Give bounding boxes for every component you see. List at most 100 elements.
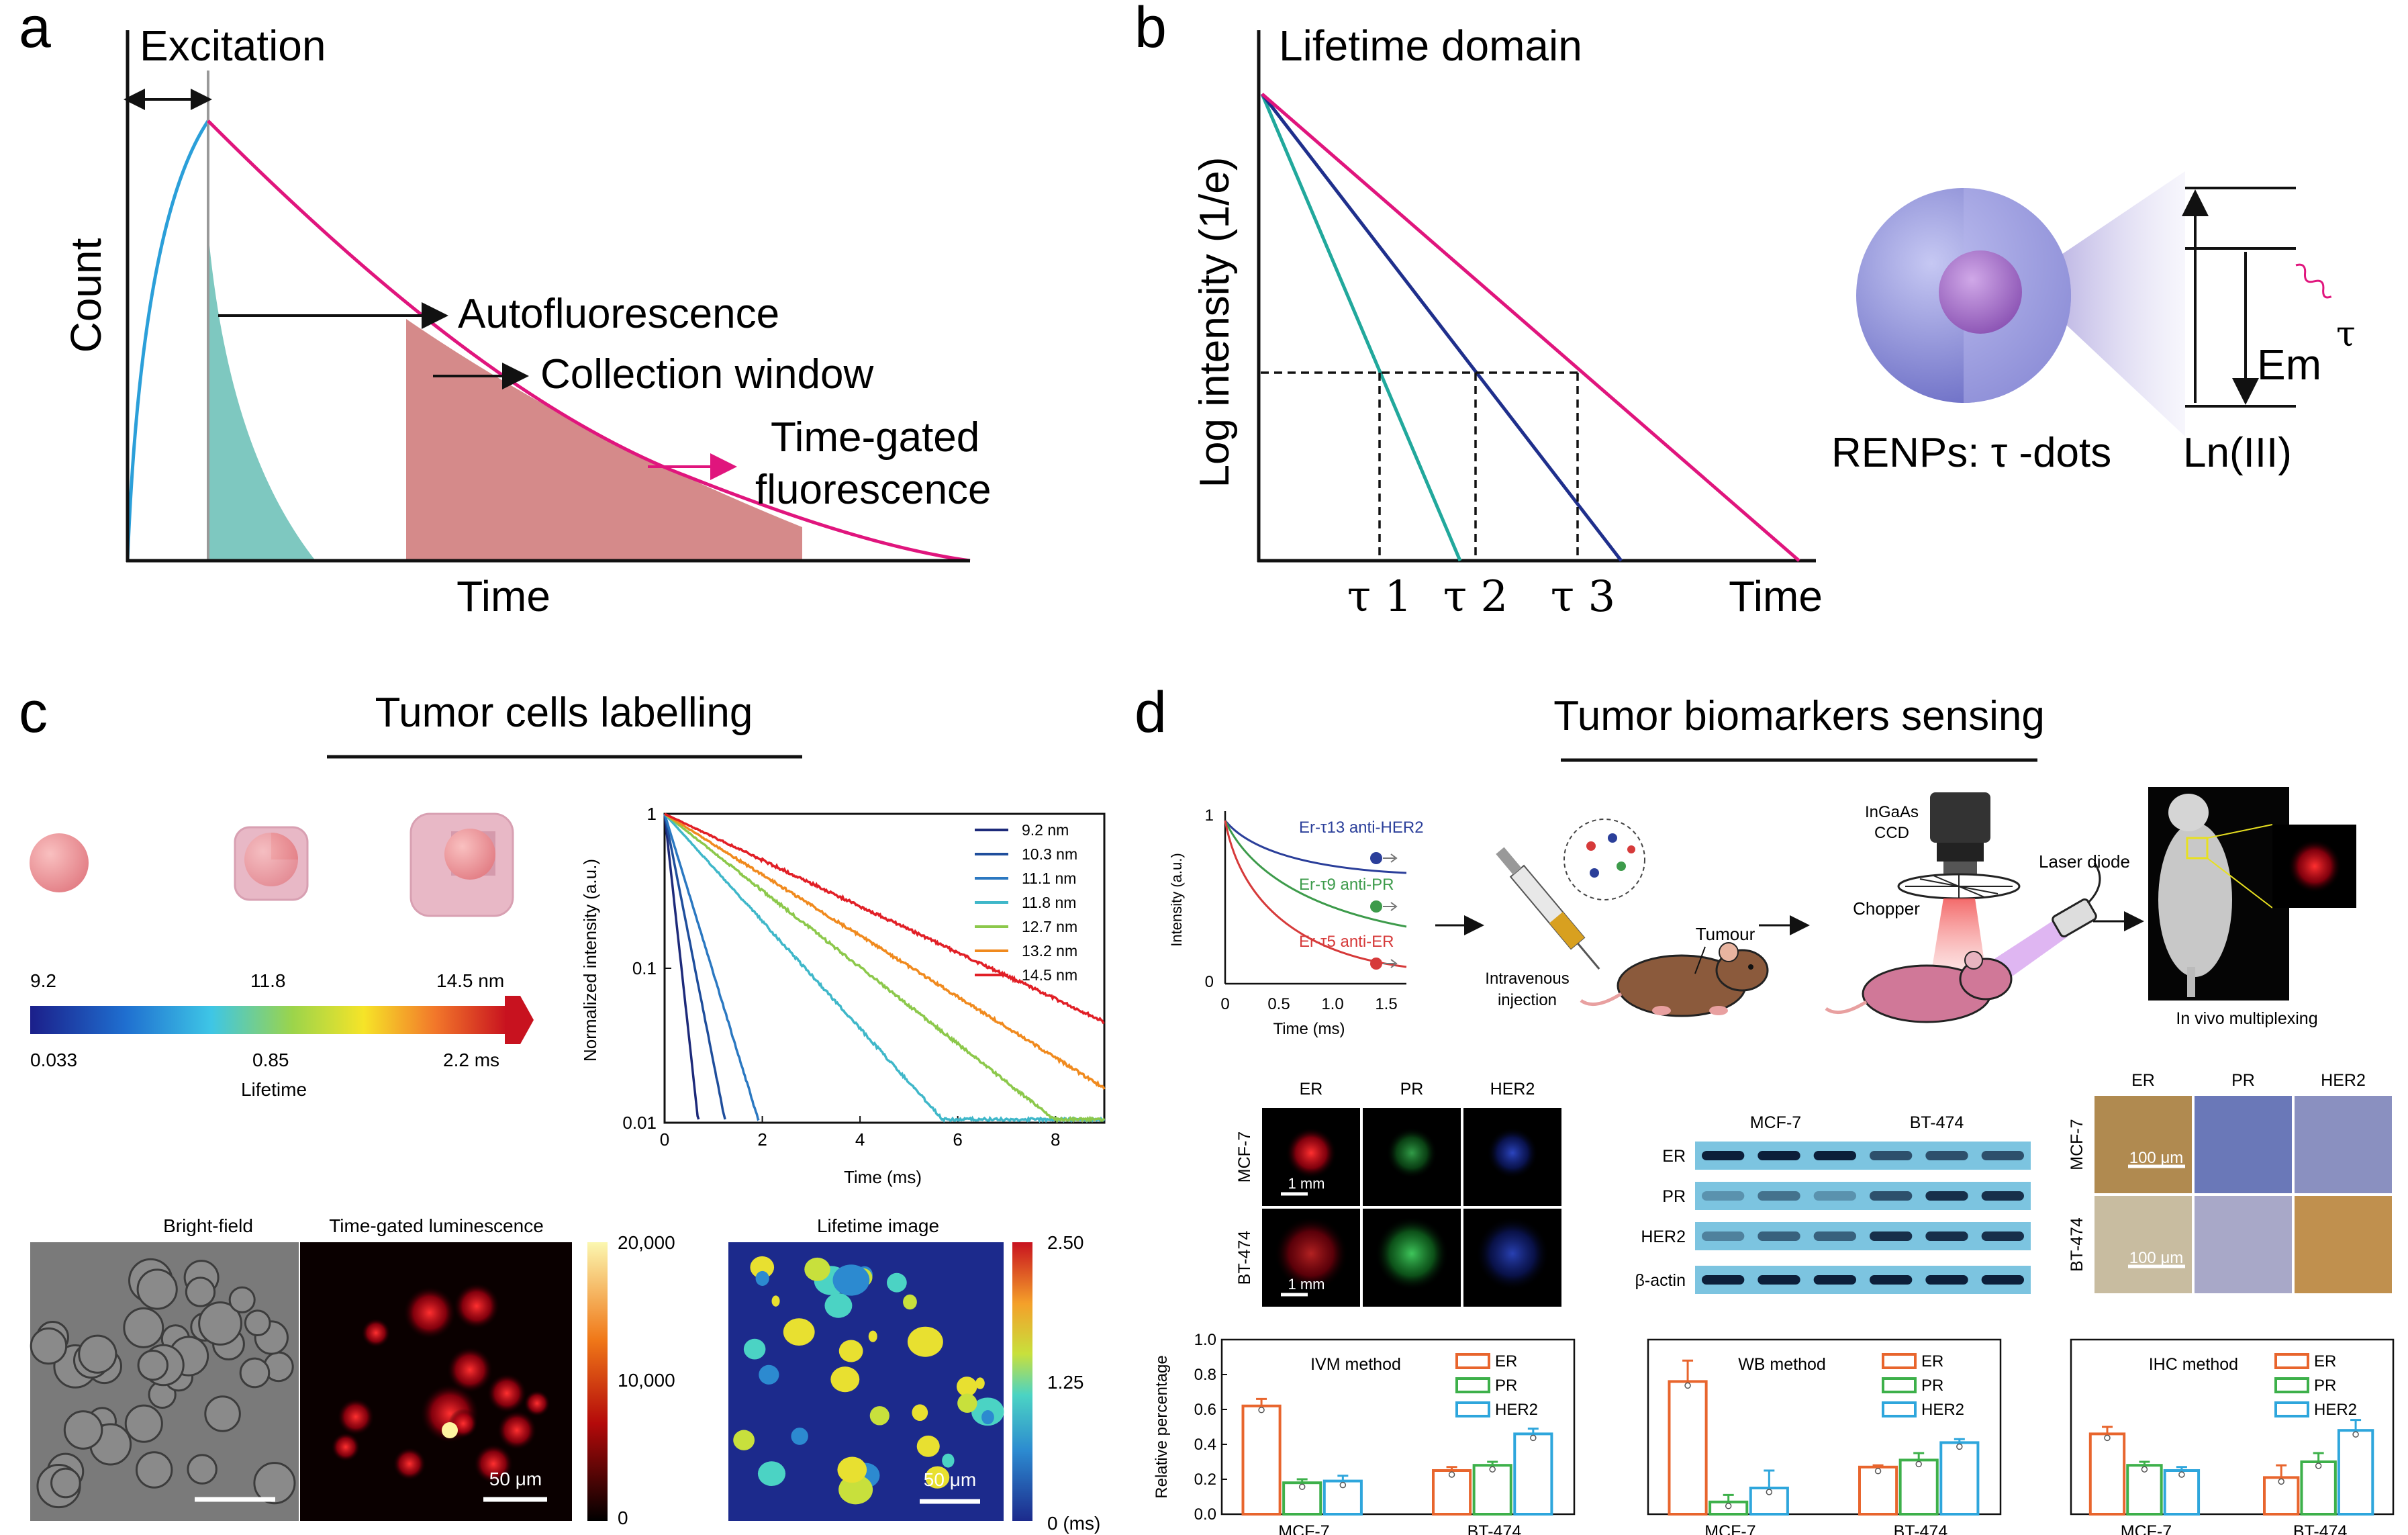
- panel-letter-c: c: [19, 680, 48, 745]
- intensity-colorbar: [587, 1242, 608, 1521]
- decay-her2-curve: [1224, 820, 1407, 874]
- size-label-2: 11.8: [250, 970, 285, 991]
- bar: [1668, 1380, 1708, 1516]
- legend-label: 14.5 nm: [1022, 966, 1077, 984]
- bar-legend-label: PR: [1495, 1377, 1517, 1395]
- bar-legend-label: ER: [2314, 1352, 2336, 1370]
- bar-chart-title: IHC method: [2149, 1355, 2238, 1374]
- colorbar-arrow-head: [505, 996, 534, 1044]
- decay-series-line: [663, 813, 726, 1120]
- wb-band: [1757, 1275, 1800, 1285]
- cbar1-tick-top: 20,000: [618, 1232, 675, 1253]
- bf-cell: [187, 1454, 218, 1485]
- tumor-cells-title: Tumor cells labelling: [375, 690, 753, 736]
- legend-label: 11.8 nm: [1022, 894, 1076, 911]
- decay-pr-curve: [1224, 820, 1407, 928]
- ihc-image-cell: [2295, 1196, 2392, 1293]
- wb-strip: [1695, 1182, 2031, 1210]
- bar-legend-swatch: [2274, 1377, 2309, 1393]
- bar-chart-frame: [1220, 1338, 1576, 1516]
- tau2-label: τ 2: [1443, 572, 1508, 622]
- bar: [1858, 1465, 1898, 1516]
- cbar2-tick-bottom: 0 (ms): [1047, 1513, 1100, 1534]
- wb-row-label: PR: [1662, 1187, 1686, 1206]
- ihc-col-label: PR: [2231, 1071, 2255, 1090]
- renp-nanoparticle: [1856, 171, 2185, 436]
- lt-cell: [912, 1404, 928, 1422]
- ivm-scale-label: 1 mm: [1288, 1175, 1325, 1192]
- emission-wave-icon: [2295, 263, 2332, 299]
- ihc-image-cell: [2094, 1196, 2192, 1293]
- ihc-row-label: MCF-7: [2068, 1119, 2086, 1170]
- bar-chart-frame: [1647, 1338, 2002, 1516]
- bar-legend-swatch: [1882, 1377, 1917, 1393]
- decay-xtick-10: 1.0: [1321, 995, 1343, 1013]
- particle-14nm: [410, 812, 514, 917]
- bar-point: [2141, 1466, 2148, 1473]
- bf-cell: [124, 1404, 163, 1443]
- wb-band: [1981, 1191, 2024, 1201]
- bf-cell: [30, 1327, 68, 1365]
- tg-cell: [337, 1398, 375, 1436]
- tau3-line: [1261, 93, 1800, 562]
- decay-series-line: [663, 812, 1106, 1124]
- wb-band: [1813, 1191, 1856, 1201]
- panel-letter-d: d: [1135, 680, 1167, 745]
- lt-cell: [868, 1330, 877, 1342]
- bar: [2126, 1464, 2163, 1516]
- bar-point: [1489, 1466, 1496, 1473]
- lt-cell: [838, 1340, 863, 1362]
- size-label-3: 14.5 nm: [436, 970, 504, 991]
- decay-xtick-label: 0: [660, 1129, 669, 1150]
- lt-cell: [957, 1393, 977, 1413]
- lt-cell: [916, 1435, 940, 1457]
- bar-chart-title: WB method: [1738, 1355, 1826, 1374]
- decay-xtick-label: 4: [855, 1129, 865, 1150]
- bar-legend-swatch: [1455, 1353, 1490, 1369]
- bar: [2300, 1460, 2337, 1516]
- bar: [2263, 1476, 2300, 1516]
- bf-cell: [244, 1309, 271, 1337]
- bar: [1322, 1479, 1363, 1516]
- tau1-label: τ 1: [1347, 572, 1412, 622]
- wb-col-label: BT-474: [1910, 1113, 1964, 1132]
- bar-ytick-label: 0.4: [1194, 1436, 1216, 1454]
- lifetime-image-cells: [733, 1256, 1004, 1505]
- lt-cell: [791, 1428, 808, 1445]
- bf-cell: [78, 1334, 117, 1374]
- bar: [1513, 1432, 1553, 1516]
- bf-cell: [123, 1307, 164, 1348]
- lt-cell: [783, 1318, 815, 1346]
- panel-letter-b: b: [1135, 0, 1167, 60]
- count-label: Count: [62, 238, 110, 353]
- bf-cell: [239, 1357, 271, 1389]
- lt-cell: [942, 1453, 955, 1468]
- bar: [1472, 1464, 1512, 1516]
- iv-injection-label-2: injection: [1498, 991, 1557, 1009]
- decay-er-curve: [1224, 820, 1407, 968]
- ivm-row-label: BT-474: [1235, 1231, 1254, 1285]
- wb-band: [1757, 1191, 1800, 1201]
- decay-series-line: [663, 813, 760, 1121]
- wb-band: [1757, 1231, 1800, 1241]
- bar: [2088, 1432, 2126, 1516]
- lifetime-caption: Lifetime: [241, 1079, 307, 1100]
- panel-b-lifetime-domain: Lifetime domain Log intensity (1/e) τ 1 …: [1192, 21, 2356, 622]
- time-gated-label-1: Time-gated: [771, 414, 979, 461]
- lifetime-label-2: 0.85: [252, 1050, 289, 1070]
- particle-9nm: [30, 833, 89, 892]
- autofluorescence-label: Autofluorescence: [458, 291, 779, 337]
- bar-ytick-label: 1.0: [1194, 1331, 1216, 1349]
- bf-cell: [253, 1462, 296, 1505]
- ivm-signal: [1386, 1127, 1437, 1178]
- excitation-rise-curve: [126, 120, 210, 561]
- lt-cell: [981, 1410, 994, 1425]
- lt-cell: [887, 1272, 907, 1293]
- cbar1-tick-bottom: 0: [618, 1507, 628, 1528]
- ivm-signal: [1375, 1217, 1449, 1291]
- decay-ytick-0: 0: [1205, 973, 1214, 991]
- bar-ytick-label: 0.0: [1194, 1505, 1216, 1524]
- decay-ytick-1: 1: [1205, 806, 1214, 825]
